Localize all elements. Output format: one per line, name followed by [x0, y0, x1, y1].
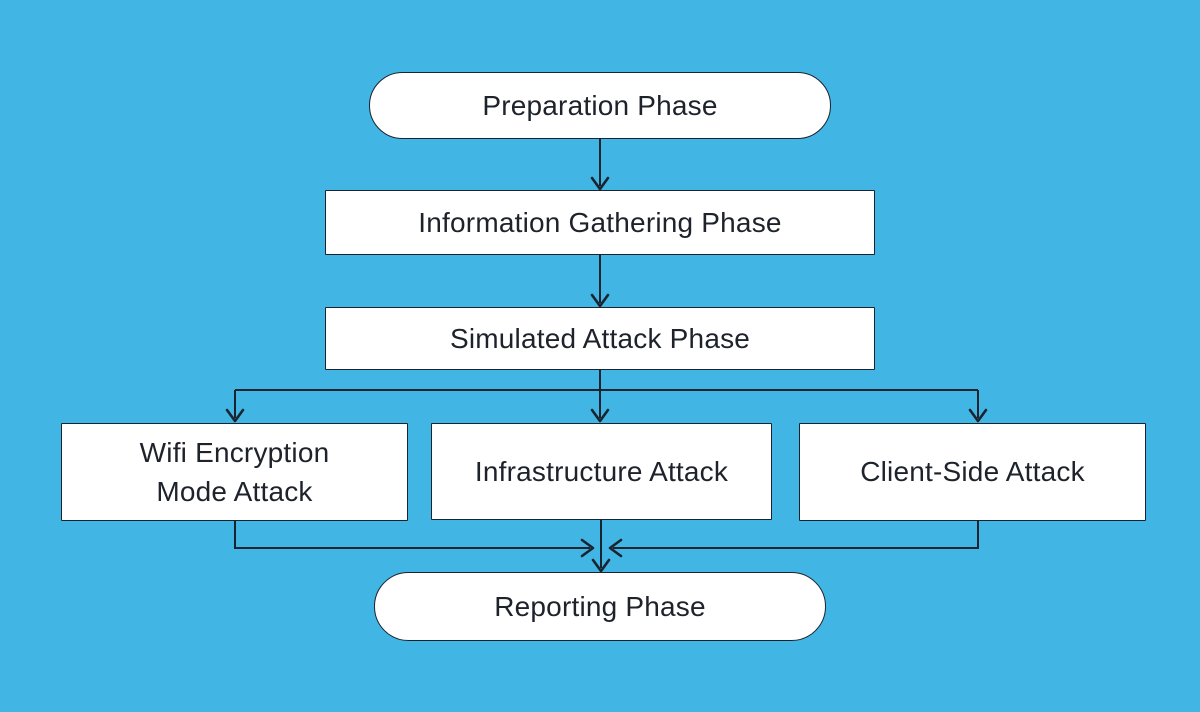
edge-branch-to-wifi-arrowhead — [225, 408, 245, 423]
node-label: Preparation Phase — [482, 89, 718, 121]
node-client-side-attack: Client-Side Attack — [799, 423, 1146, 521]
node-reporting-phase: Reporting Phase — [374, 572, 826, 641]
edge-info-to-simulated-arrowhead — [590, 293, 610, 308]
edge-preparation-to-info-arrowhead — [590, 176, 610, 191]
edge-client-to-reporting-arrowhead — [608, 538, 623, 558]
edge-client-to-reporting-line — [613, 521, 979, 549]
node-label-line-1: Wifi Encryption — [139, 436, 330, 468]
node-information-gathering-phase: Information Gathering Phase — [325, 190, 875, 255]
node-label: Reporting Phase — [494, 590, 706, 622]
node-infrastructure-attack: Infrastructure Attack — [431, 423, 772, 520]
node-label: Client-Side Attack — [860, 456, 1085, 488]
node-label-line-2: Mode Attack — [156, 476, 313, 507]
edge-branch-to-client-arrowhead — [968, 408, 988, 423]
node-label: Simulated Attack Phase — [449, 322, 751, 354]
node-simulated-attack-phase: Simulated Attack Phase — [325, 307, 875, 370]
edge-wifi-to-reporting-arrowhead — [580, 538, 595, 558]
edge-wifi-to-reporting-line — [234, 521, 590, 549]
edge-branch-to-infrastructure-arrowhead — [590, 408, 610, 423]
edge-infrastructure-to-reporting-arrowhead — [591, 558, 611, 573]
node-wifi-encryption-mode-attack: Wifi Encryption Mode Attack — [61, 423, 408, 521]
node-label: Information Gathering Phase — [418, 206, 782, 238]
node-preparation-phase: Preparation Phase — [369, 72, 831, 139]
node-label: Infrastructure Attack — [474, 455, 729, 487]
